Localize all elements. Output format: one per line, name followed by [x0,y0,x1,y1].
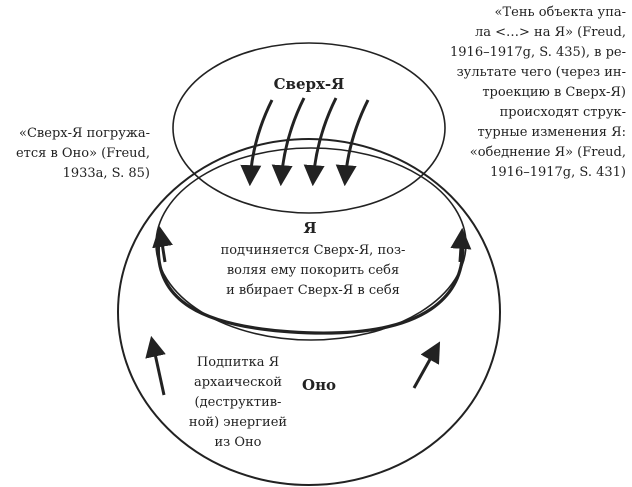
right-quote-line: зультате чего (через ин- [456,65,626,80]
left-quote: «Сверх-Я погружа- ется в Оно» (Freud, 19… [0,124,150,184]
superego-arrow-3-icon [303,97,338,187]
right-quote-line: 1916–1917g, S. 435), в ре- [450,45,626,60]
id-circle [117,138,501,486]
right-quote-line: «Тень объекта упа- [494,5,626,20]
left-quote-line: 1933a, S. 85) [62,166,150,181]
right-quote-line: 1916–1917g, S. 431) [490,165,626,180]
superego-arrow-1-icon [240,99,274,187]
id-arrow-right-icon [412,341,441,389]
ego-description: подчиняется Сверх-Я, поз- воляя ему поко… [200,241,426,301]
id-energy-line: Подпитка Я [196,355,280,370]
id-energy-description: Подпитка Я архаической (деструктив- ной)… [180,353,296,453]
ego-description-line: и вбирает Сверх-Я в себя [226,283,400,298]
ego-description-line: подчиняется Сверх-Я, поз- [220,243,406,258]
ego-absorption-arrow-left-icon [152,225,173,263]
right-quote: «Тень объекта упа- ла <…> на Я» (Freud, … [410,3,626,183]
ego-absorption-arrow-right-icon [450,227,472,263]
ego-description-line: воляя ему покорить себя [226,263,400,278]
id-label: Оно [302,376,337,394]
right-quote-line: турные изменения Я: [477,125,626,140]
right-quote-line: происходят струк- [499,105,626,120]
ego-label: Я [303,219,317,237]
id-energy-line: из Оно [214,435,262,450]
superego-label: Сверх-Я [273,75,345,93]
right-quote-line: ла <…> на Я» (Freud, [474,25,626,40]
left-quote-line: «Сверх-Я погружа- [19,126,150,141]
right-quote-line: троекцию в Сверх-Я) [482,85,626,100]
superego-arrow-4-icon [335,99,370,187]
ego-absorption-band [156,231,465,335]
superego-ellipse [172,42,446,214]
id-energy-line: (деструктив- [194,395,282,410]
id-energy-line: архаической [193,375,282,390]
id-arrow-left-icon [145,335,166,396]
left-quote-line: ется в Оно» (Freud, [15,146,150,161]
superego-arrow-2-icon [271,97,306,187]
right-quote-line: «обеднение Я» (Freud, [469,145,626,160]
id-energy-line: ной) энергией [188,415,288,430]
